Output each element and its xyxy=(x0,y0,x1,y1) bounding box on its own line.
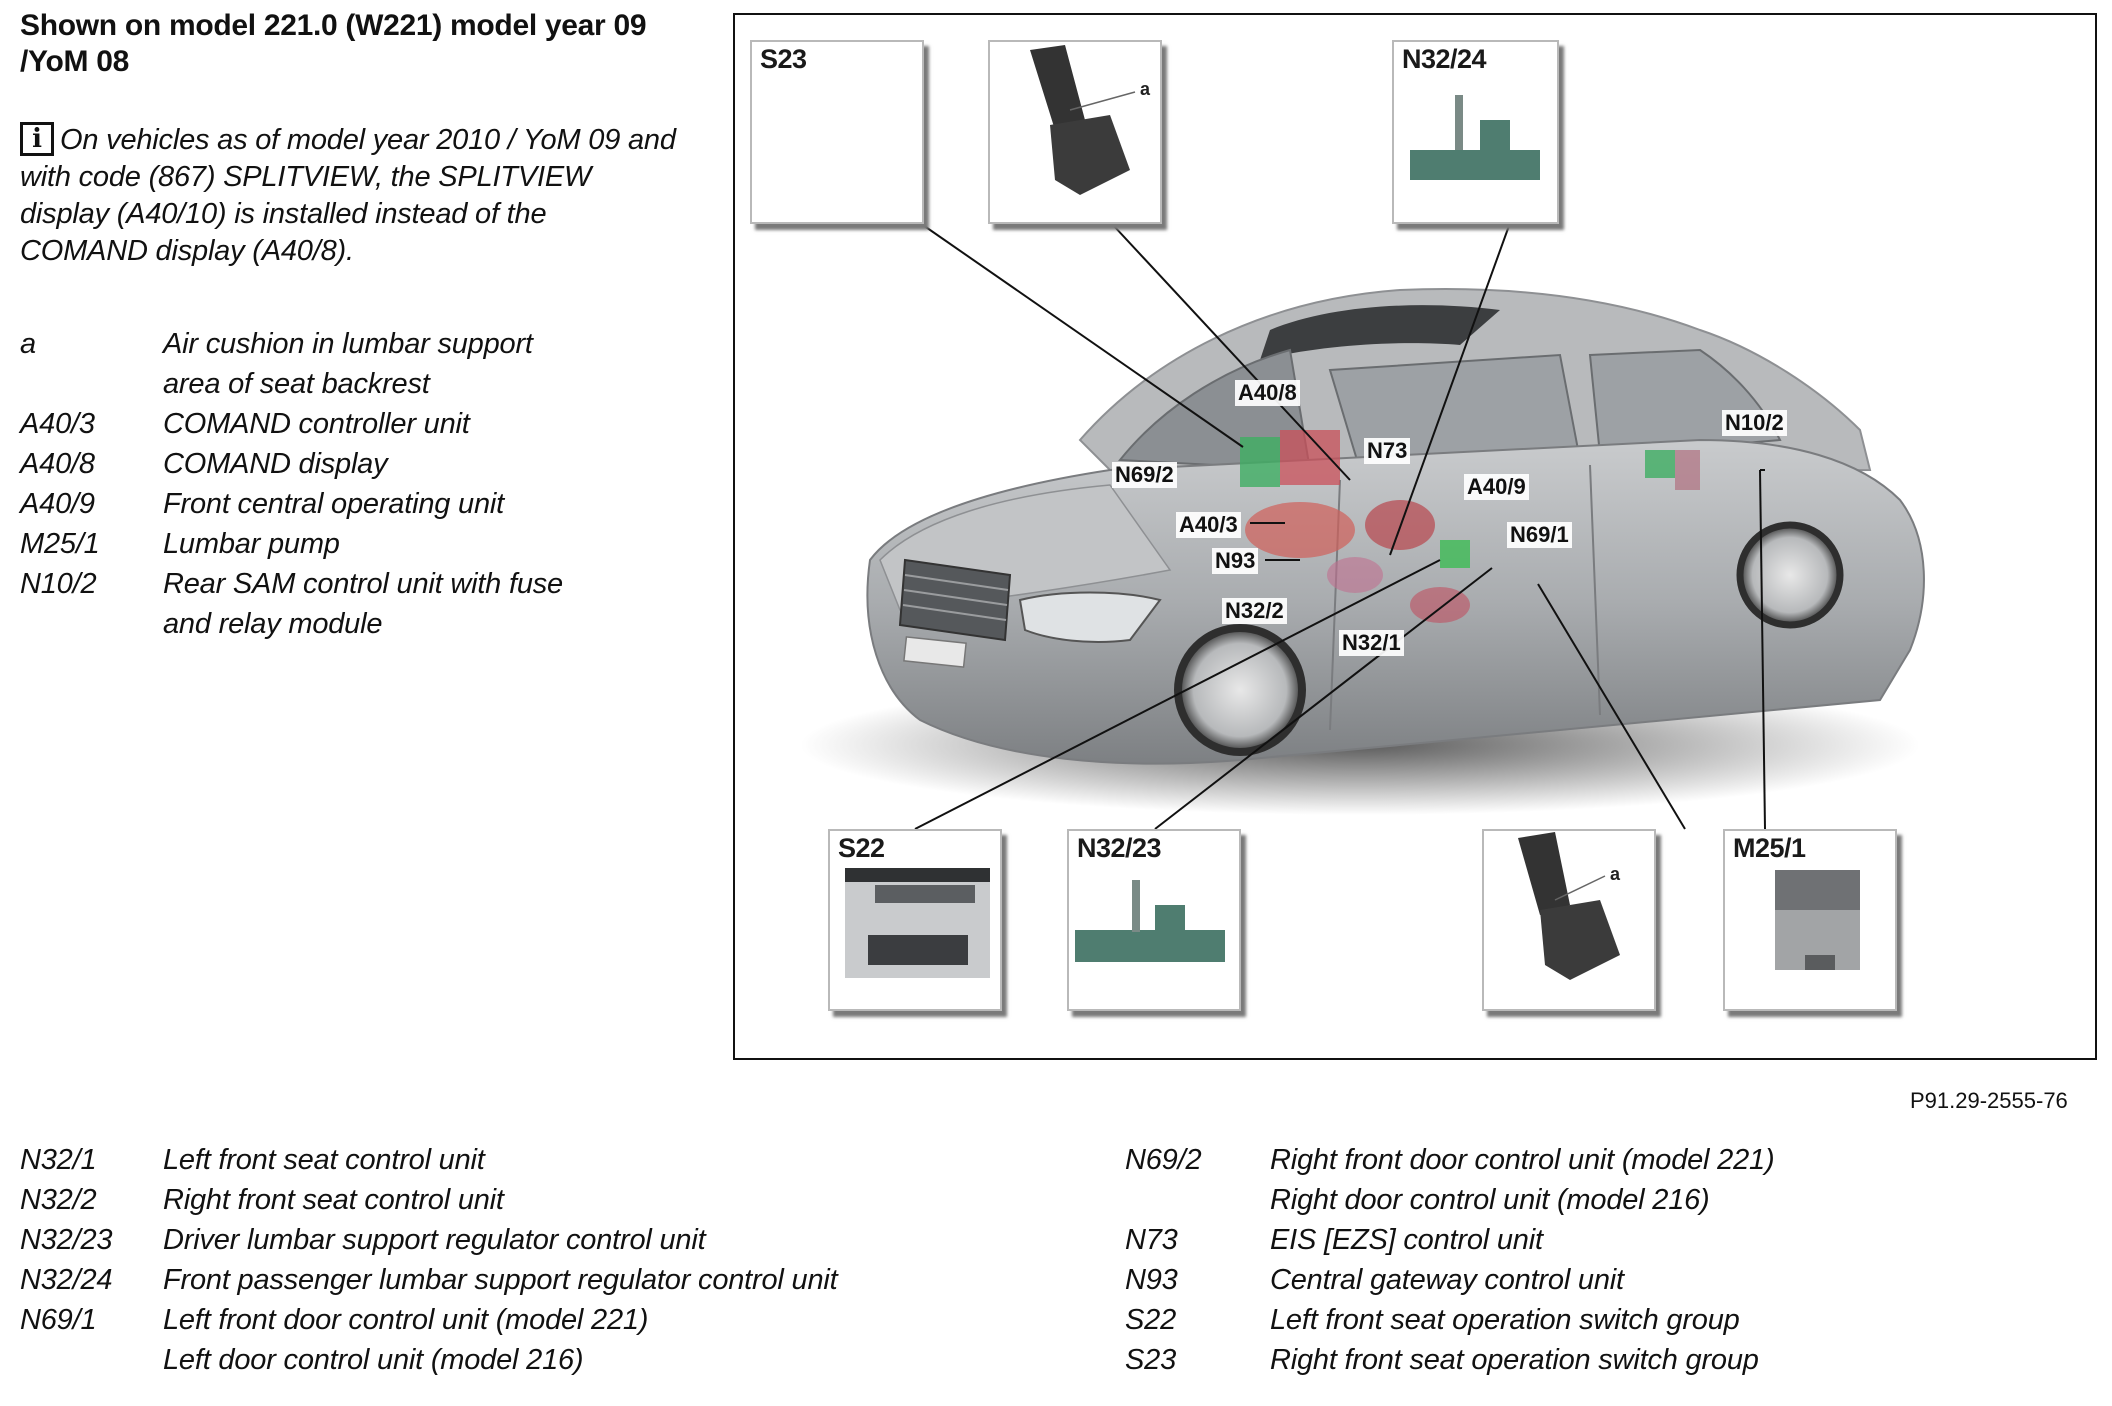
page-heading: Shown on model 221.0 (W221) model year 0… xyxy=(20,9,647,78)
legend-code xyxy=(20,1340,163,1380)
legend-row: N93 Central gateway control unit xyxy=(1125,1260,1774,1300)
legend-code: A40/8 xyxy=(20,448,95,480)
figure-box-label: N32/23 xyxy=(1077,833,1162,863)
legend-desc: Air cushion in lumbar support xyxy=(163,328,533,360)
legend-code xyxy=(20,364,163,404)
callout-a40-3: A40/3 xyxy=(1176,512,1241,538)
legend-desc: Central gateway control unit xyxy=(1270,1264,1624,1296)
figure-box-label: S23 xyxy=(760,44,807,74)
legend-code: N10/2 xyxy=(20,568,97,600)
legend-desc: COMAND display xyxy=(163,448,388,480)
legend-desc: Left door control unit (model 216) xyxy=(163,1344,584,1376)
legend-row: A40/3 COMAND controller unit xyxy=(20,404,563,444)
callout-n32-2: N32/2 xyxy=(1222,598,1287,624)
callout-n32-1: N32/1 xyxy=(1339,630,1404,656)
legend-desc: Rear SAM control unit with fuse xyxy=(163,568,563,600)
figure-box-n32-23: N32/23 xyxy=(1067,829,1241,1011)
figure-box-label: M25/1 xyxy=(1733,833,1806,863)
callout-n93: N93 xyxy=(1212,548,1259,574)
figure-box-label: S22 xyxy=(838,833,885,863)
legend-row: A40/8 COMAND display xyxy=(20,444,563,484)
legend-row: area of seat backrest xyxy=(20,364,563,404)
legend-row: N32/24 Front passenger lumbar support reg… xyxy=(20,1260,838,1300)
legend-desc: Left front seat control unit xyxy=(163,1144,485,1176)
legend-row: N32/23 Driver lumbar support regulator co… xyxy=(20,1220,837,1260)
legend-desc: EIS [EZS] control unit xyxy=(1270,1224,1543,1256)
legend-desc: Right front seat operation switch group xyxy=(1270,1344,1759,1376)
legend-bottom-right: N69/2 Right front door control unit (mode… xyxy=(1125,1140,1775,1380)
legend-row: N32/2 Right front seat control unit xyxy=(20,1180,837,1220)
legend-desc: Right front seat control unit xyxy=(163,1184,504,1216)
legend-desc: Left front door control unit (model 221) xyxy=(163,1304,649,1336)
legend-code: A40/9 xyxy=(20,488,95,520)
legend-code: N32/23 xyxy=(20,1224,113,1256)
callout-n73: N73 xyxy=(1364,438,1411,464)
legend-code: S23 xyxy=(1125,1344,1176,1376)
callout-n69-1: N69/1 xyxy=(1507,522,1572,548)
legend-desc: area of seat backrest xyxy=(163,368,430,400)
legend-row: N69/2 Right front door control unit (mode… xyxy=(1125,1140,1775,1180)
callout-a40-9: A40/9 xyxy=(1464,474,1529,500)
legend-row: S22 Left front seat operation switch grou… xyxy=(1125,1300,1774,1340)
legend-desc: Right door control unit (model 216) xyxy=(1270,1184,1710,1216)
info-note-text: On vehicles as of model year 2010 / YoM … xyxy=(20,124,676,267)
figure-box-seat-bottom xyxy=(1482,829,1656,1011)
legend-code: N69/1 xyxy=(20,1304,97,1336)
legend-desc: Front passenger lumbar support regulator… xyxy=(163,1264,838,1296)
legend-row: Left door control unit (model 216) xyxy=(20,1340,837,1380)
figure-box-label: N32/24 xyxy=(1402,44,1487,74)
legend-code: S22 xyxy=(1125,1304,1176,1336)
legend-row: N32/1 Left front seat control unit xyxy=(20,1140,837,1180)
legend-code: N69/2 xyxy=(1125,1144,1202,1176)
legend-code xyxy=(20,604,163,644)
legend-desc: Driver lumbar support regulator control … xyxy=(163,1224,706,1256)
legend-desc: COMAND controller unit xyxy=(163,408,470,440)
legend-row: A40/9 Front central operating unit xyxy=(20,484,563,524)
figure-box-seat-top xyxy=(988,40,1162,224)
legend-row: Right door control unit (model 216) xyxy=(1125,1180,1774,1220)
legend-row: N10/2 Rear SAM control unit with fuse xyxy=(20,564,563,604)
legend-code: N32/24 xyxy=(20,1264,113,1296)
legend-code: M25/1 xyxy=(20,528,100,560)
legend-desc: Lumbar pump xyxy=(163,528,340,560)
legend-row: and relay module xyxy=(20,604,563,644)
legend-desc: Left front seat operation switch group xyxy=(1270,1304,1740,1336)
legend-code: A40/3 xyxy=(20,408,95,440)
callout-n10-2: N10/2 xyxy=(1722,410,1787,436)
callout-a40-8: A40/8 xyxy=(1235,380,1300,406)
figure-id: P91.29-2555-76 xyxy=(1910,1088,2068,1113)
legend-row: N69/1 Left front door control unit (model… xyxy=(20,1300,837,1340)
info-icon: i xyxy=(20,122,54,156)
legend-code: N32/2 xyxy=(20,1184,97,1216)
figure-box-s23: S23 xyxy=(750,40,924,224)
legend-top: a Air cushion in lumbar support area of s… xyxy=(20,324,563,644)
legend-code: N73 xyxy=(1125,1224,1178,1256)
legend-desc: and relay module xyxy=(163,608,383,640)
legend-code xyxy=(1125,1180,1270,1220)
figure-box-n32-24: N32/24 xyxy=(1392,40,1559,224)
callout-n69-2: N69/2 xyxy=(1112,462,1177,488)
figure-box-s22: S22 xyxy=(828,829,1002,1011)
legend-row: M25/1 Lumbar pump xyxy=(20,524,563,564)
legend-bottom-left: N32/1 Left front seat control unit N32/2 R… xyxy=(20,1140,838,1380)
legend-row: S23 Right front seat operation switch gro… xyxy=(1125,1340,1774,1380)
legend-code: a xyxy=(20,328,36,360)
legend-row: N73 EIS [EZS] control unit xyxy=(1125,1220,1774,1260)
legend-desc: Front central operating unit xyxy=(163,488,504,520)
legend-code: N32/1 xyxy=(20,1144,97,1176)
legend-code: N93 xyxy=(1125,1264,1178,1296)
figure-box-m25-1: M25/1 xyxy=(1723,829,1897,1011)
legend-desc: Right front door control unit (model 221… xyxy=(1270,1144,1775,1176)
legend-row: a Air cushion in lumbar support xyxy=(20,324,563,364)
